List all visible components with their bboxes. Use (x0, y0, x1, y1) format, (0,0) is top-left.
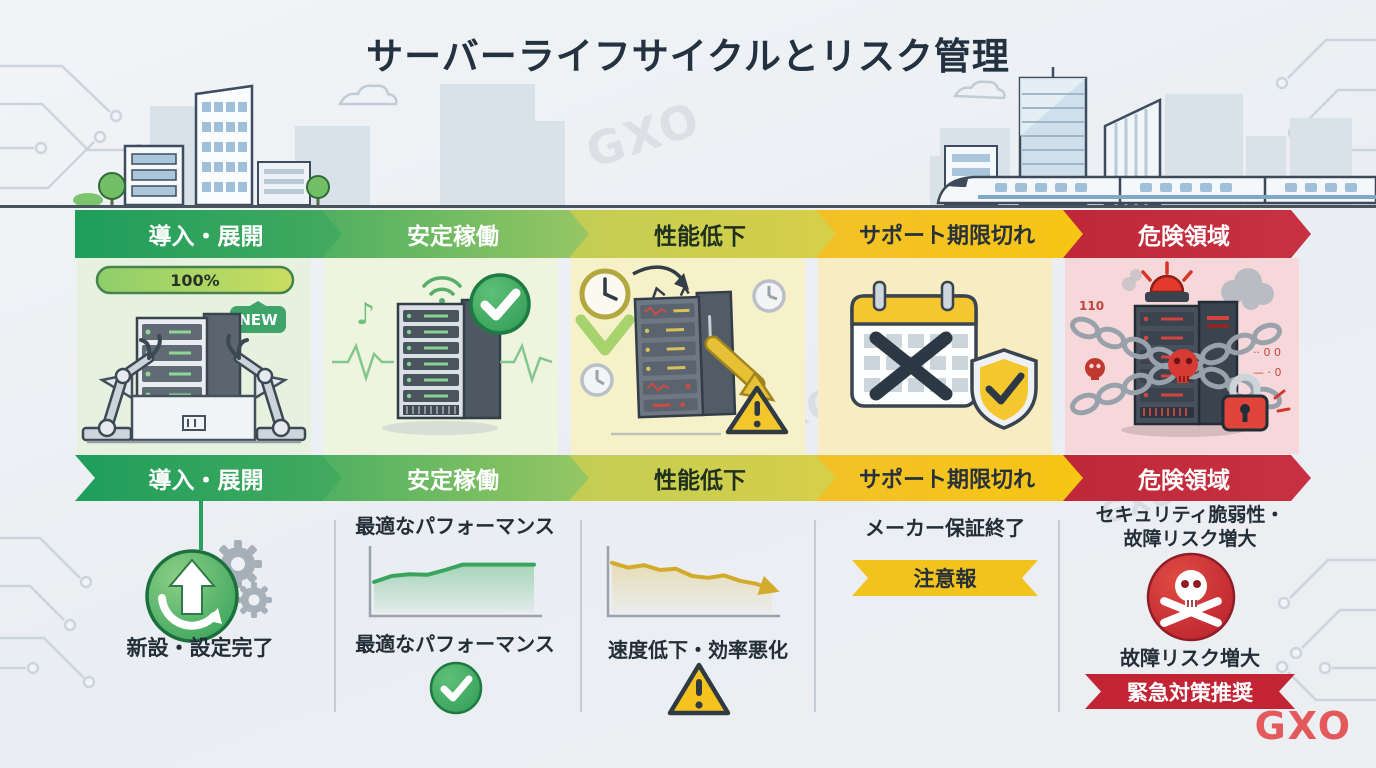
tree-icon (73, 172, 330, 206)
check-circle-icon (429, 661, 483, 715)
urgent-banner: 緊急対策推奨 (1085, 674, 1295, 709)
siren-icon (1141, 261, 1193, 302)
stage-label: 導入・展開 (148, 224, 264, 250)
small-skull-icon (1085, 358, 1105, 380)
circuit-pattern-bottom-right (1275, 558, 1376, 702)
progress-label: 100% (170, 271, 219, 290)
upgrade-circle-icon (145, 540, 272, 643)
stage-segment: 導入・展開 (75, 210, 343, 258)
cloud-icon (952, 80, 1006, 100)
stage2-caption: 最適なパフォーマンス (355, 632, 555, 656)
stage-segment: 性能低下 (569, 210, 837, 258)
panel-deployment: 100% NEW (77, 258, 311, 454)
skull-crossbones-icon (1146, 552, 1236, 642)
stage-segment: 危険領域 (1063, 455, 1311, 501)
stage4-caption: メーカー保証終了 (865, 516, 1025, 540)
panel-danger-zone: 110 ·· 0 0 — · 0 (1065, 258, 1299, 454)
column-divider (580, 520, 582, 712)
heartbeat-icon (332, 342, 394, 383)
glitch-code-text: — · 0 (1253, 366, 1282, 379)
circuit-pattern-bottom-left (0, 536, 96, 688)
calendar-x-icon (850, 280, 978, 408)
svg-text:NEW: NEW (238, 311, 278, 329)
stage-label: 安定稼働 (407, 224, 499, 250)
stage5-caption2: 故障リスク増大 (1120, 646, 1260, 670)
caution-banner: 注意報 (852, 560, 1038, 596)
stage-label: 安定稼働 (407, 468, 499, 494)
stage5-caption-line1: セキュリティ脆弱性・ (1095, 504, 1285, 526)
gear-icon (214, 540, 272, 618)
stage-label: サポート期限切れ (858, 468, 1035, 493)
page-title: サーバーライフサイクルとリスク管理 (366, 35, 1010, 78)
cloud-icon (337, 84, 398, 106)
stage2-chart-title: 最適なパフォーマンス (355, 514, 555, 538)
stage5-caption-line2: 故障リスク増大 (1123, 528, 1257, 550)
stage-label: サポート期限切れ (858, 224, 1035, 249)
panel-stable-operation: ♪ (324, 258, 558, 454)
performance-up-chart (368, 546, 542, 618)
stage-segment: 危険領域 (1063, 210, 1311, 258)
refresh-arrow-icon (158, 594, 218, 630)
panel-support-expired (818, 258, 1052, 454)
performance-down-chart (606, 546, 780, 618)
robot-arm-icon (81, 334, 162, 442)
stage-label: 性能低下 (654, 468, 746, 494)
panel-performance-decline (571, 258, 805, 454)
clock-icon (752, 279, 786, 313)
stage5-caption: セキュリティ脆弱性・ 故障リスク増大 (1075, 503, 1305, 551)
check-circle-icon (469, 273, 531, 335)
warning-triangle-icon (667, 662, 731, 716)
progress-bar (95, 265, 295, 295)
clock-icon (580, 363, 614, 397)
column-divider (1058, 520, 1060, 712)
padlock-icon (1221, 373, 1291, 432)
new-badge (230, 306, 286, 333)
lifecycle-band-top: 導入・展開 安定稼働 性能低下 サポート期限切れ 危険領域 (0, 210, 1376, 258)
stage-segment: サポート期限切れ (816, 210, 1084, 258)
stage-label: 性能低下 (654, 224, 746, 250)
lifecycle-band-middle: 導入・展開 安定稼働 性能低下 サポート期限切れ 危険領域 (0, 455, 1376, 501)
stage3-caption: 速度低下・効率悪化 (608, 638, 788, 662)
glitch-code-text: 110 (1079, 299, 1104, 313)
shield-check-icon (970, 348, 1038, 430)
music-note-icon: ♪ (356, 297, 375, 332)
stage-segment: 導入・展開 (75, 455, 343, 501)
wifi-icon (422, 276, 462, 296)
smoke-icon (1122, 268, 1274, 310)
stage-label: 危険領域 (1138, 224, 1230, 250)
stage-label: 導入・展開 (148, 468, 264, 494)
column-divider (814, 520, 816, 712)
stage1-connector-line (199, 500, 203, 550)
bullet-train-icon (936, 175, 1376, 205)
stage-segment: 安定稼働 (322, 210, 590, 258)
gxo-logo: GXO (1254, 704, 1352, 748)
stage-label: 危険領域 (1138, 468, 1230, 494)
stage-segment: 安定稼働 (322, 455, 590, 501)
ground-line (0, 205, 1376, 208)
robot-arm-icon (226, 334, 307, 442)
green-check-arrow-icon (575, 314, 635, 356)
stage-segment: 性能低下 (569, 455, 837, 501)
warning-triangle-icon (725, 385, 789, 435)
clock-icon (579, 268, 631, 320)
city-skyline-illustration (73, 67, 1376, 206)
skull-icon (1168, 349, 1198, 383)
column-divider (334, 520, 336, 712)
stage-segment: サポート期限切れ (816, 455, 1084, 501)
stage1-caption: 新設・設定完了 (126, 636, 274, 660)
glitch-code-text: ·· 0 0 (1253, 346, 1281, 359)
heartbeat-icon (500, 342, 553, 385)
up-arrow-icon (167, 558, 217, 615)
